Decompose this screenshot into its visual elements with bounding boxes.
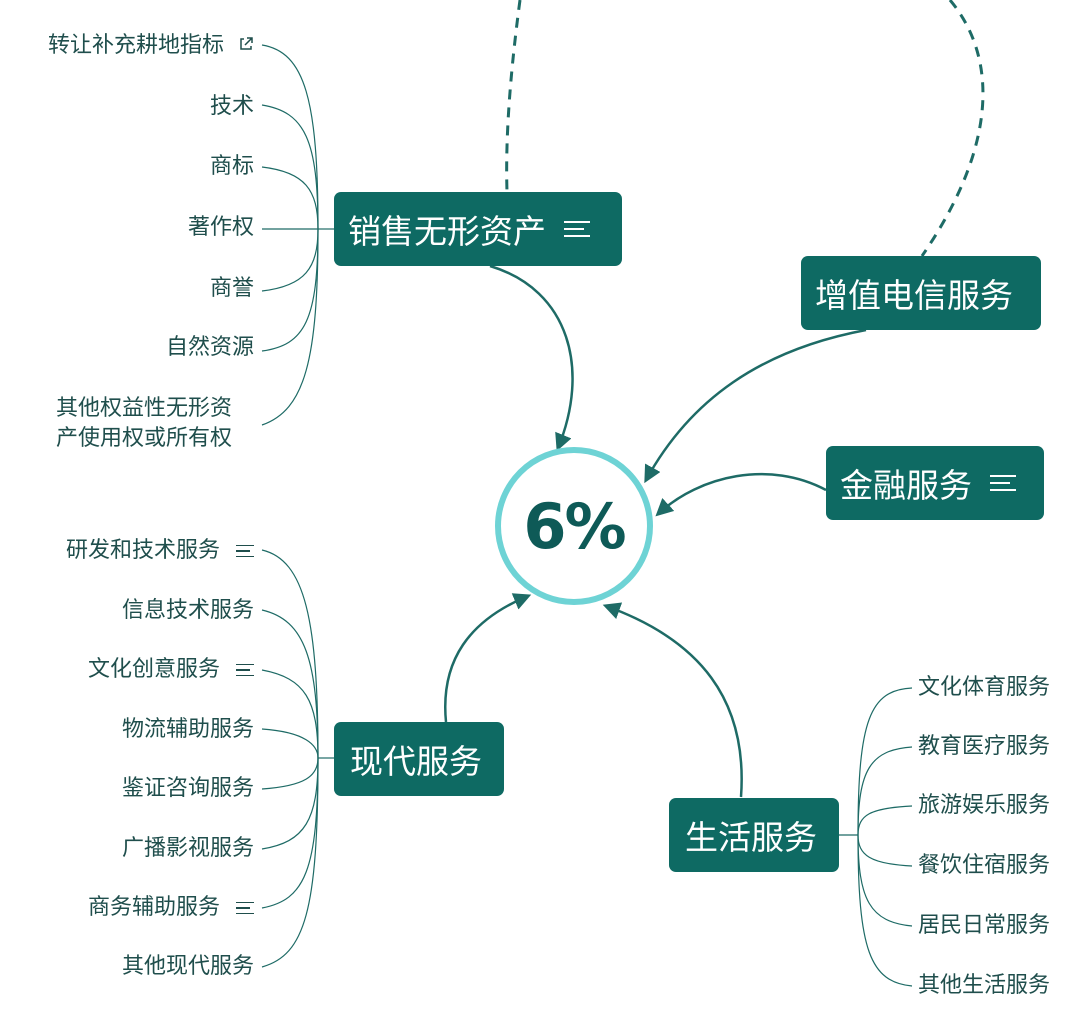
topic-telecom-label: 增值电信服务 (815, 276, 1013, 315)
intangible-leaf-lines (261, 44, 334, 426)
leaf-modern-6[interactable]: 商务辅助服务 (88, 893, 254, 923)
dashed-link-intangible (505, 0, 522, 193)
leaf-label: 广播影视服务 (121, 836, 254, 861)
leaf-life-2[interactable]: 旅游娱乐服务 (918, 791, 1050, 821)
leaf-intangible-3[interactable]: 著作权 (188, 213, 254, 243)
leaf-life-3[interactable]: 餐饮住宿服务 (918, 851, 1050, 881)
center-node[interactable]: 6% (495, 447, 653, 605)
external-link-icon[interactable] (238, 31, 254, 61)
leaf-intangible-2[interactable]: 商标 (210, 152, 254, 182)
leaf-label: 物流辅助服务 (121, 717, 254, 742)
topic-modern[interactable]: 现代服务 (334, 722, 504, 796)
topic-life[interactable]: 生活服务 (669, 798, 839, 872)
leaf-intangible-5[interactable]: 自然资源 (166, 333, 254, 363)
center-label: 6% (523, 489, 626, 563)
modern-leaf-lines (261, 549, 334, 968)
leaf-modern-4[interactable]: 鉴证咨询服务 (122, 774, 254, 804)
leaf-label: 旅游娱乐服务 (918, 793, 1051, 818)
notes-icon[interactable] (236, 541, 254, 562)
notes-icon[interactable] (236, 660, 254, 681)
leaf-modern-7[interactable]: 其他现代服务 (122, 952, 254, 982)
arrow-modern (444, 593, 532, 723)
leaf-label: 技术 (209, 94, 254, 119)
leaf-label: 其他生活服务 (918, 973, 1051, 998)
leaf-modern-2[interactable]: 文化创意服务 (88, 655, 254, 685)
leaf-label: 鉴证咨询服务 (121, 776, 254, 801)
leaf-intangible-6[interactable]: 其他权益性无形资 产使用权或所有权 (56, 394, 232, 453)
notes-icon[interactable] (564, 216, 590, 242)
leaf-intangible-4[interactable]: 商誉 (210, 274, 254, 304)
leaf-intangible-1[interactable]: 技术 (210, 92, 254, 122)
leaf-label: 文化创意服务 (87, 657, 220, 682)
leaf-life-5[interactable]: 其他生活服务 (918, 971, 1050, 1001)
topic-intangible[interactable]: 销售无形资产 (334, 192, 622, 266)
leaf-label-line1: 其他权益性无形资 (56, 396, 233, 421)
notes-icon[interactable] (236, 898, 254, 919)
leaf-label: 转让补充耕地指标 (47, 33, 224, 58)
topic-intangible-label: 销售无形资产 (348, 212, 546, 251)
leaf-label: 信息技术服务 (121, 598, 254, 623)
leaf-label: 自然资源 (165, 335, 254, 360)
leaf-label: 商誉 (209, 276, 254, 301)
leaf-life-1[interactable]: 教育医疗服务 (918, 732, 1050, 762)
leaf-modern-0[interactable]: 研发和技术服务 (66, 536, 254, 566)
leaf-modern-1[interactable]: 信息技术服务 (122, 596, 254, 626)
topic-life-label: 生活服务 (685, 818, 817, 857)
arrow-intangible (489, 264, 574, 452)
leaf-life-4[interactable]: 居民日常服务 (918, 911, 1050, 941)
topic-finance-label: 金融服务 (840, 466, 972, 505)
arrow-finance (655, 472, 827, 517)
dashed-link-telecom (920, 0, 985, 257)
leaf-label: 商标 (209, 154, 254, 179)
leaf-life-0[interactable]: 文化体育服务 (918, 673, 1050, 703)
leaf-modern-5[interactable]: 广播影视服务 (122, 834, 254, 864)
leaf-label: 商务辅助服务 (87, 895, 220, 920)
notes-icon[interactable] (990, 470, 1016, 496)
leaf-label: 居民日常服务 (918, 913, 1051, 938)
leaf-modern-3[interactable]: 物流辅助服务 (122, 715, 254, 745)
life-leaf-lines (838, 687, 913, 987)
arrow-telecom (644, 328, 867, 484)
leaf-label: 文化体育服务 (918, 675, 1051, 700)
leaf-label: 餐饮住宿服务 (918, 853, 1051, 878)
topic-modern-label: 现代服务 (350, 742, 482, 781)
leaf-label: 著作权 (187, 215, 254, 240)
arrow-life (602, 602, 743, 798)
leaf-label: 研发和技术服务 (65, 538, 220, 563)
topic-finance[interactable]: 金融服务 (826, 446, 1044, 520)
leaf-label: 教育医疗服务 (918, 734, 1051, 759)
leaf-intangible-0[interactable]: 转让补充耕地指标 (48, 31, 254, 61)
leaf-label-line2: 产使用权或所有权 (56, 425, 233, 451)
topic-telecom[interactable]: 增值电信服务 (801, 256, 1041, 330)
leaf-label: 其他现代服务 (121, 954, 254, 979)
